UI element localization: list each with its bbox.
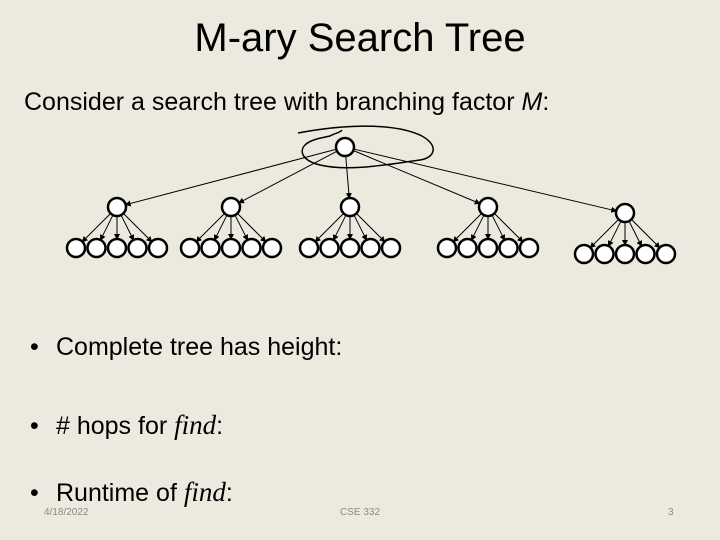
leaf-node (261, 237, 283, 259)
leaf-node (457, 237, 478, 259)
tree-edge (195, 213, 225, 243)
tree-edge (608, 220, 622, 247)
bullet-dot: • (30, 479, 39, 507)
tree-edge (120, 214, 134, 241)
tree-edge (345, 155, 352, 200)
tree-edge (628, 220, 642, 247)
tree-edge (214, 214, 228, 241)
tree-edge (314, 213, 344, 243)
intro-body: Consider a search tree with branching fa… (24, 88, 522, 116)
leaf-node (614, 243, 636, 265)
footer-page-number: 3 (668, 507, 674, 518)
bullet-text: Complete tree has height: (56, 333, 343, 361)
leaf-node (220, 237, 242, 259)
leaf-node (106, 237, 128, 259)
bullet-runtime: • Runtime of find: (30, 477, 233, 508)
leaf-node (339, 237, 361, 259)
leaf-node (655, 243, 677, 265)
root-node (334, 136, 356, 158)
bullet-dot: • (30, 333, 39, 361)
leaf-node (594, 243, 615, 265)
leaf-node (86, 237, 107, 259)
leaf-node (319, 237, 340, 259)
bullet-em: find (183, 477, 226, 507)
leaf-node (573, 243, 595, 265)
internal-node (106, 196, 128, 218)
tree-edge (631, 219, 661, 249)
leaf-node (298, 237, 320, 259)
tree-edge (124, 148, 337, 207)
leaf-node (241, 237, 262, 259)
tree-edge (333, 214, 347, 241)
bullet-suffix: : (216, 412, 224, 440)
internal-node (614, 202, 636, 224)
bullet-text: # hops for (56, 412, 175, 440)
leaf-node (498, 237, 519, 259)
tree-edge (452, 213, 482, 243)
leaf-node (436, 237, 458, 259)
leaf-node (65, 237, 87, 259)
intro-text: Consider a search tree with branching fa… (24, 88, 549, 117)
tree-edge (491, 214, 505, 241)
bullet-suffix: : (225, 479, 233, 507)
internal-node (220, 196, 242, 218)
tree-edge (353, 150, 481, 205)
bullet-dot: • (30, 412, 39, 440)
tree-edge (238, 150, 338, 204)
leaf-node (179, 237, 201, 259)
internal-node (339, 196, 361, 218)
intro-suffix: : (542, 88, 550, 116)
tree-edge (589, 219, 619, 249)
tree-edge (494, 213, 524, 243)
bullet-em: find (174, 410, 217, 440)
leaf-node (518, 237, 540, 259)
bullet-height: • Complete tree has height: (30, 333, 342, 362)
tree-edge (356, 213, 386, 243)
tree-edge (353, 148, 618, 213)
leaf-node (477, 237, 499, 259)
intro-variable: M (521, 88, 543, 116)
tree-edge (353, 214, 367, 241)
leaf-node (200, 237, 221, 259)
tree-edge (123, 213, 153, 243)
footer-course: CSE 332 (340, 507, 381, 518)
tree-edge (237, 213, 267, 243)
footer-date: 4/18/2022 (44, 507, 89, 518)
slide-title: M-ary Search Tree (194, 16, 526, 60)
handwritten-annotation (297, 125, 434, 169)
leaf-node (360, 237, 381, 259)
bullet-text: Runtime of (56, 479, 184, 507)
leaf-node (635, 243, 656, 265)
tree-edge (100, 214, 114, 241)
tree-edge (234, 214, 248, 241)
internal-node (477, 196, 499, 218)
tree-edge (471, 214, 485, 241)
leaf-node (147, 237, 169, 259)
bullet-hops: • # hops for find: (30, 410, 223, 441)
leaf-node (127, 237, 148, 259)
tree-edge (81, 213, 111, 243)
leaf-node (380, 237, 402, 259)
